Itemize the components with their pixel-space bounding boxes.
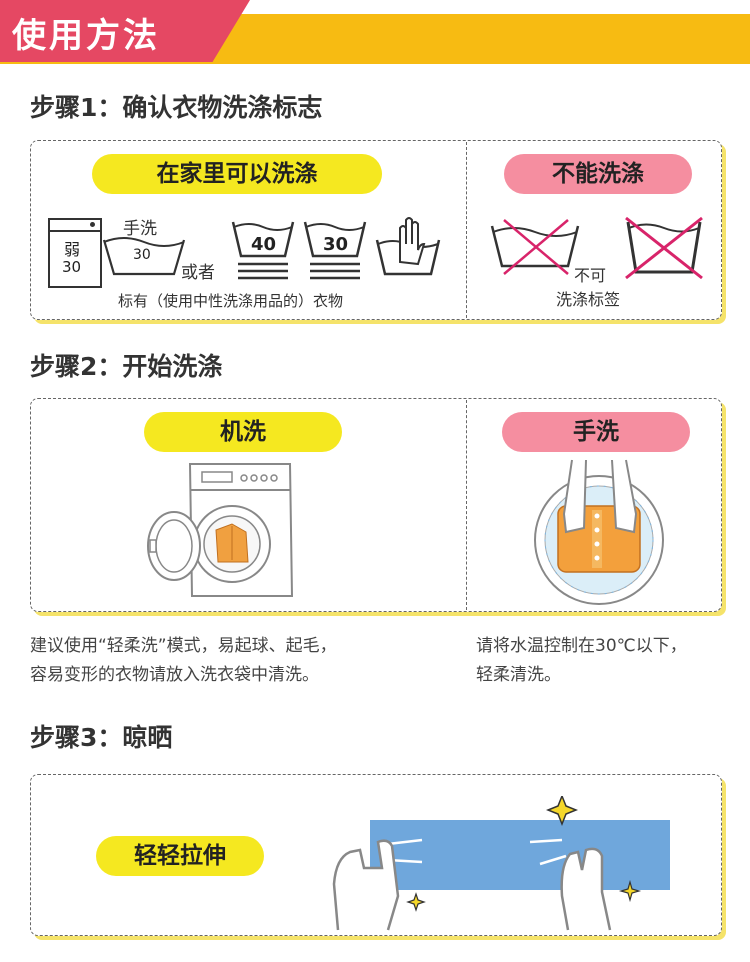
temp-40: 40 — [251, 234, 277, 255]
washing-machine-icon — [147, 463, 294, 597]
or-text: 或者 — [181, 263, 215, 283]
hand-note-2: 轻柔清洗。 — [476, 665, 561, 685]
step2-title: 步骤2：开始洗涤 — [30, 352, 223, 381]
page-title: 使用方法 — [12, 16, 160, 56]
no-wash-caption-2: 洗涤标签 — [556, 290, 621, 309]
stretch-label: 轻轻拉伸 — [96, 836, 264, 876]
hand-in-basin-icon — [375, 217, 441, 276]
hand-wash-basin-icon — [534, 459, 664, 605]
weak-wash-tag-icon: 弱 30 — [48, 218, 102, 288]
not-washable-label: 不能洗涤 — [504, 154, 692, 194]
header-banner-pink — [0, 0, 250, 62]
handwash-basin-icon — [102, 237, 186, 276]
no-wash-basin-icon — [490, 219, 580, 275]
step1-caption: 标有（使用中性洗涤用品的）衣物 — [118, 292, 344, 310]
wash-40-icon — [231, 221, 295, 280]
temp-30: 30 — [323, 234, 349, 255]
step1-title: 步骤1：确认衣物洗涤标志 — [30, 93, 323, 122]
weak-label: 弱 — [64, 240, 81, 259]
machine-wash-label: 机洗 — [144, 412, 342, 452]
machine-note-2: 容易变形的衣物请放入洗衣袋中清洗。 — [30, 665, 319, 685]
handwash-text: 手洗 — [123, 219, 157, 239]
no-wash-cross-icon — [625, 216, 703, 280]
hand-wash-label: 手洗 — [502, 412, 690, 452]
stretching-towel-icon — [332, 796, 670, 931]
step3-title: 步骤3：晾晒 — [30, 723, 173, 752]
step2-divider — [466, 400, 467, 610]
step1-divider — [466, 142, 467, 318]
washable-label: 在家里可以洗涤 — [92, 154, 382, 194]
handwash-temp: 30 — [133, 247, 151, 263]
machine-note-1: 建议使用“轻柔洗”模式，易起球、起毛， — [30, 636, 337, 656]
weak-temp: 30 — [62, 258, 82, 276]
hand-note-1: 请将水温控制在30℃以下， — [476, 636, 687, 656]
wash-30-icon — [303, 221, 367, 280]
no-wash-caption-1: 不可 — [574, 266, 607, 285]
